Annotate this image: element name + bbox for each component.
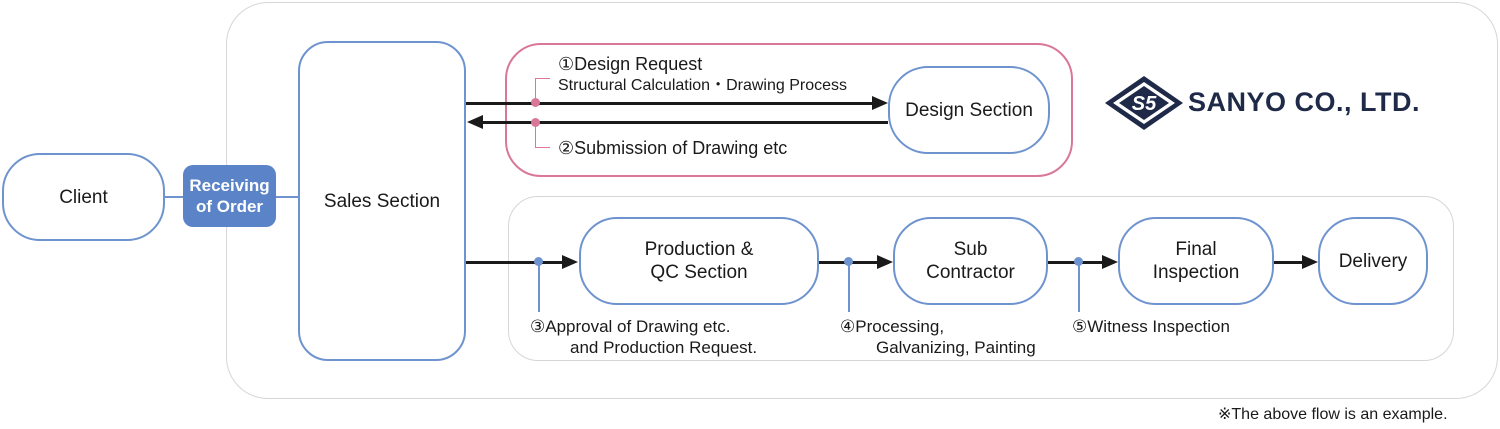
step1-dot bbox=[531, 98, 540, 107]
production-qc-line2: QC Section bbox=[650, 262, 748, 283]
production-arrowhead-2 bbox=[877, 255, 893, 269]
delivery-node: Delivery bbox=[1318, 217, 1428, 305]
step5-label: ⑤Witness Inspection bbox=[1072, 317, 1230, 336]
sub-contractor-line1: Sub bbox=[953, 239, 988, 260]
step5-connector bbox=[1078, 262, 1080, 312]
client-label: Client bbox=[59, 186, 108, 208]
production-group bbox=[508, 196, 1454, 361]
design-section-node: Design Section bbox=[888, 66, 1050, 154]
step4-line1: ④Processing, bbox=[840, 317, 945, 336]
final-inspection-line1: Final bbox=[1175, 239, 1217, 260]
production-qc-line1: Production & bbox=[644, 239, 754, 260]
step2-bracket bbox=[535, 123, 550, 148]
design-request-arrow-line bbox=[466, 102, 874, 105]
final-inspection-line2: Inspection bbox=[1152, 262, 1240, 283]
production-qc-node: Production & QC Section bbox=[579, 217, 819, 305]
sub-contractor-line2: Contractor bbox=[926, 262, 1015, 283]
step4-dot bbox=[844, 257, 853, 266]
final-inspection-node: Final Inspection bbox=[1118, 217, 1274, 305]
step5-dot bbox=[1074, 257, 1083, 266]
drawing-submission-arrowhead bbox=[467, 115, 483, 129]
badge-line1: Receiving bbox=[189, 176, 270, 195]
step1-subtitle: Structural Calculation・Drawing Process bbox=[558, 77, 848, 94]
step4-line2: Galvanizing, Painting bbox=[876, 338, 1036, 357]
design-group bbox=[505, 43, 1073, 177]
step1-bracket bbox=[535, 78, 550, 103]
design-request-arrowhead bbox=[872, 96, 888, 110]
sales-section-node: Sales Section bbox=[298, 41, 466, 361]
step3-dot bbox=[534, 257, 543, 266]
design-section-label: Design Section bbox=[905, 99, 1033, 121]
production-flow-line-4 bbox=[1274, 261, 1304, 264]
footnote: ※The above flow is an example. bbox=[1218, 406, 1448, 423]
production-arrowhead-1 bbox=[562, 255, 578, 269]
production-arrowhead-3 bbox=[1102, 255, 1118, 269]
receiving-order-badge: Receiving of Order bbox=[183, 165, 276, 227]
step1-title: ①Design Request bbox=[558, 54, 703, 74]
sanyo-diamond-logo-icon: S5 bbox=[1105, 76, 1183, 130]
step2-label: ②Submission of Drawing etc bbox=[558, 138, 788, 158]
delivery-label: Delivery bbox=[1338, 250, 1408, 272]
step3-line2: and Production Request. bbox=[570, 338, 758, 357]
logo-mark-text: S5 bbox=[1132, 93, 1157, 115]
step4-connector bbox=[848, 262, 850, 312]
sub-contractor-node: Sub Contractor bbox=[893, 217, 1048, 305]
step2-dot bbox=[531, 118, 540, 127]
step3-connector bbox=[538, 262, 540, 312]
client-node: Client bbox=[2, 153, 165, 241]
badge-line2: of Order bbox=[195, 197, 264, 216]
sanyo-logo: S5 SANYO CO., LTD. bbox=[1104, 75, 1449, 131]
step3-line1: ③Approval of Drawing etc. bbox=[530, 317, 731, 336]
company-name: SANYO CO., LTD. bbox=[1188, 87, 1421, 117]
production-flow-line-1 bbox=[466, 261, 564, 264]
sales-section-label: Sales Section bbox=[323, 190, 441, 212]
production-arrowhead-4 bbox=[1302, 255, 1318, 269]
drawing-submission-arrow-line bbox=[482, 121, 888, 124]
